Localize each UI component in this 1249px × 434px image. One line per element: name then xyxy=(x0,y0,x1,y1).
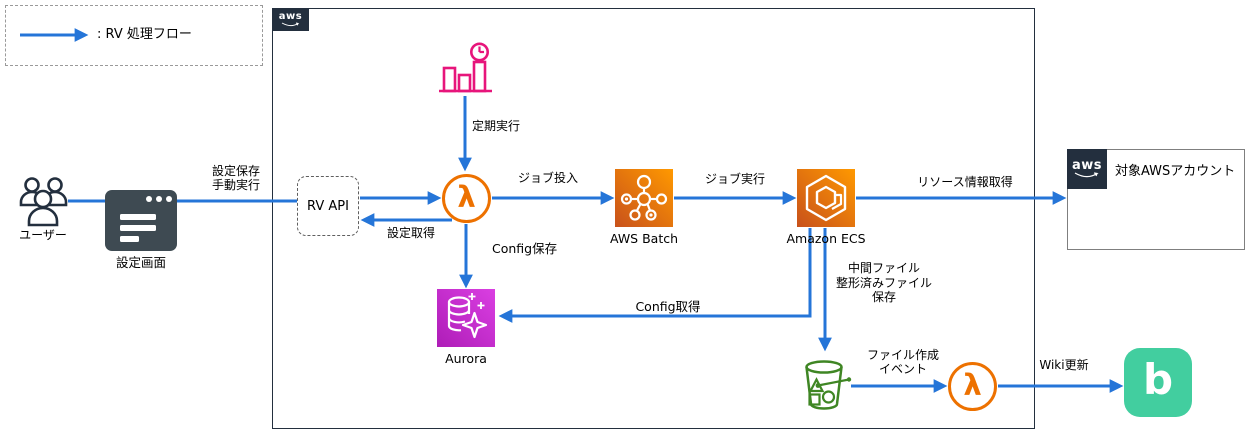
edge-label-get-settings: 設定取得 xyxy=(386,226,435,240)
edge-label-run-job: ジョブ実行 xyxy=(704,172,765,186)
edge-label-file-created: ファイル作成 イベント xyxy=(866,348,939,376)
batch-glyph-icon xyxy=(620,174,668,221)
target-account-aws-badge: aws xyxy=(1067,149,1107,189)
settings-screen-icon xyxy=(105,190,177,251)
edge-label-config-save: Config保存 xyxy=(492,241,558,256)
lambda-glyph: λ xyxy=(963,368,982,402)
edge-label-file-save: 中間ファイル 整形済みファイル 保存 xyxy=(835,261,932,304)
user-label: ユーザー xyxy=(19,228,67,242)
settings-screen-label: 設定画面 xyxy=(115,255,166,270)
edge-label-get-resources: リソース情報取得 xyxy=(917,175,1013,189)
users-icon xyxy=(19,177,68,227)
ecs-glyph-icon xyxy=(805,174,847,222)
aws-cloud-badge: aws xyxy=(272,8,309,31)
edge-label-wiki-update: Wiki更新 xyxy=(1039,358,1089,372)
rv-api-label: RV API xyxy=(307,198,349,214)
edge-label-save-manual: 設定保存 手動実行 xyxy=(211,164,260,192)
edge-label-config-get: Config取得 xyxy=(635,299,701,314)
lambda-icon: λ xyxy=(442,174,491,223)
aws-batch-label: AWS Batch xyxy=(609,231,679,246)
aws-batch-icon xyxy=(615,169,673,227)
legend-box xyxy=(5,5,263,66)
lambda-glyph: λ xyxy=(457,180,476,214)
backlog-glyph: b xyxy=(1142,355,1174,404)
aurora-icon xyxy=(437,289,495,347)
amazon-ecs-icon xyxy=(797,169,855,227)
amazon-ecs-label: Amazon ECS xyxy=(786,231,866,246)
aws-smile-icon xyxy=(281,22,299,27)
aws-logo: aws xyxy=(1071,158,1103,173)
backlog-icon: b xyxy=(1124,348,1192,417)
rv-api-node: RV API xyxy=(297,176,359,236)
aws-cloud-boundary xyxy=(272,8,1035,429)
s3-bucket-icon xyxy=(805,360,852,410)
aws-smile-icon xyxy=(1074,172,1099,178)
legend-label: : RV 処理フロー xyxy=(97,27,192,42)
target-account-label: 対象AWSアカウント xyxy=(1115,164,1236,179)
edge-label-scheduled: 定期実行 xyxy=(472,119,521,133)
aurora-label: Aurora xyxy=(445,351,487,366)
flow-ecs-to-aurora xyxy=(498,228,812,323)
scheduled-event-icon xyxy=(439,42,492,93)
lambda-icon: λ xyxy=(948,362,997,411)
aws-logo: aws xyxy=(278,11,303,22)
aurora-glyph-icon xyxy=(447,293,488,339)
edge-label-submit-job: ジョブ投入 xyxy=(517,171,578,185)
